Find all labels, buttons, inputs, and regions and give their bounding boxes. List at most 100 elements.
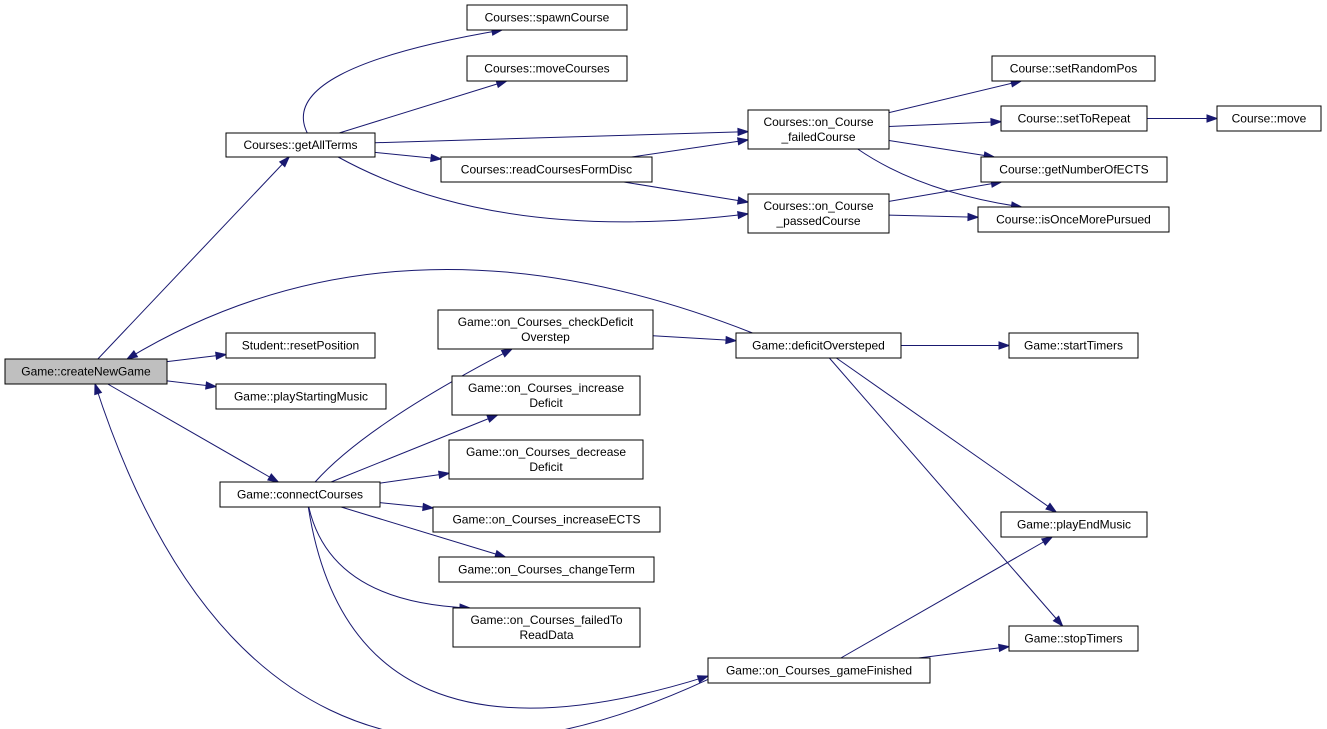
node-passedCourse[interactable]: Courses::on_Course_passedCourse [747, 193, 890, 234]
arrowhead-icon [736, 196, 750, 205]
node-label: _passedCourse [775, 214, 860, 228]
node-playEndMusic[interactable]: Game::playEndMusic [1000, 511, 1148, 538]
edge-gameFinished-to-playEndMusic [840, 536, 1054, 659]
node-box[interactable] [451, 375, 641, 416]
edge-line [97, 156, 290, 360]
node-createNewGame[interactable]: Game::createNewGame [4, 358, 168, 385]
edge-line [857, 148, 1022, 208]
node-label: Game::deficitOversteped [752, 339, 885, 353]
node-label: Game::playEndMusic [1017, 518, 1131, 532]
node-gameFinished[interactable]: Game::on_Courses_gameFinished [707, 657, 931, 684]
node-box[interactable] [225, 132, 376, 158]
edge-createNewGame-to-getAllTerms [97, 155, 291, 360]
edge-deficitOversteped-to-createNewGame [125, 268, 753, 360]
node-box[interactable] [4, 358, 168, 385]
node-label: Course::isOnceMorePursued [996, 213, 1151, 227]
edge-connectCourses-to-increaseECTS [379, 502, 435, 512]
arrowhead-icon [430, 153, 443, 163]
node-box[interactable] [438, 556, 655, 583]
node-box[interactable] [466, 4, 628, 31]
node-label: Courses::on_Course [763, 199, 873, 213]
node-label: Course::setRandomPos [1010, 62, 1137, 76]
edge-line [308, 506, 470, 609]
edge-getAllTerms-to-readCoursesFormDisc [374, 151, 443, 163]
node-label: Course::setToRepeat [1018, 112, 1131, 126]
node-box[interactable] [1008, 625, 1139, 652]
node-box[interactable] [735, 332, 902, 359]
arrowhead-icon [267, 473, 280, 483]
node-failedCourse[interactable]: Courses::on_Course_failedCourse [747, 109, 890, 150]
node-connectCourses[interactable]: Game::connectCourses [219, 481, 381, 508]
node-box[interactable] [448, 439, 644, 480]
arrowhead-icon [737, 210, 750, 220]
node-box[interactable] [1216, 105, 1322, 132]
edge-readCoursesFormDisc-to-passedCourse [623, 181, 750, 205]
node-box[interactable] [707, 657, 931, 684]
node-increaseECTS[interactable]: Game::on_Courses_increaseECTS [432, 506, 661, 533]
node-label: Game::on_Courses_decrease [466, 445, 626, 459]
node-box[interactable] [225, 332, 376, 359]
node-label: Courses::on_Course [763, 115, 873, 129]
node-box[interactable] [1000, 511, 1148, 538]
edge-createNewGame-to-resetPosition [166, 351, 228, 363]
arrowhead-icon [725, 335, 738, 345]
node-spawnCourse[interactable]: Courses::spawnCourse [466, 4, 628, 31]
node-box[interactable] [437, 309, 654, 350]
edge-line [652, 335, 737, 342]
edge-line [379, 472, 450, 484]
node-setToRepeat[interactable]: Course::setToRepeat [1000, 105, 1148, 132]
node-courseMove[interactable]: Course::move [1216, 105, 1322, 132]
arrowhead-icon [438, 470, 451, 479]
edge-line [374, 131, 749, 144]
node-box[interactable] [466, 55, 628, 82]
node-changeTerm[interactable]: Game::on_Courses_changeTerm [438, 556, 655, 583]
node-box[interactable] [747, 193, 890, 234]
edge-deficitOversteped-to-startTimers [901, 341, 1011, 350]
arrowhead-icon [998, 643, 1011, 653]
node-box[interactable] [215, 383, 387, 410]
edge-line [888, 121, 1002, 127]
edge-gameFinished-to-stopTimers [918, 643, 1011, 659]
edge-connectCourses-to-checkDeficit [314, 348, 514, 483]
edge-deficitOversteped-to-playEndMusic [836, 357, 1058, 513]
node-box[interactable] [980, 156, 1168, 183]
arrowhead-icon [737, 127, 750, 137]
node-getNumberOfECTS[interactable]: Course::getNumberOfECTS [980, 156, 1168, 183]
node-resetPosition[interactable]: Student::resetPosition [225, 332, 376, 359]
arrowhead-icon [1045, 502, 1058, 513]
edge-line [888, 181, 1002, 202]
arrowhead-icon [494, 549, 507, 558]
node-box[interactable] [1008, 332, 1139, 359]
arrowhead-icon [1052, 615, 1064, 628]
edge-getAllTerms-to-failedCourse [374, 127, 750, 144]
node-box[interactable] [977, 206, 1170, 233]
edge-line [829, 357, 1063, 627]
node-startTimers[interactable]: Game::startTimers [1008, 332, 1139, 359]
node-label: Deficit [529, 460, 563, 474]
arrowhead-icon [500, 348, 514, 358]
node-box[interactable] [991, 55, 1156, 82]
node-getAllTerms[interactable]: Courses::getAllTerms [225, 132, 376, 158]
arrowhead-icon [736, 137, 750, 146]
node-deficitOversteped[interactable]: Game::deficitOversteped [735, 332, 902, 359]
node-label: Game::stopTimers [1024, 632, 1122, 646]
node-box[interactable] [440, 156, 653, 183]
node-box[interactable] [1000, 105, 1148, 132]
edge-deficitOversteped-to-stopTimers [829, 357, 1064, 628]
node-box[interactable] [432, 506, 661, 533]
node-readCoursesFormDisc[interactable]: Courses::readCoursesFormDisc [440, 156, 653, 183]
node-moveCourses[interactable]: Courses::moveCourses [466, 55, 628, 82]
edge-line [337, 156, 749, 223]
node-box[interactable] [747, 109, 890, 150]
node-box[interactable] [452, 607, 641, 648]
node-isOnceMorePursued[interactable]: Course::isOnceMorePursued [977, 206, 1170, 233]
node-playStartingMusic[interactable]: Game::playStartingMusic [215, 383, 387, 410]
node-label: Course::move [1232, 112, 1307, 126]
node-setRandomPos[interactable]: Course::setRandomPos [991, 55, 1156, 82]
node-box[interactable] [219, 481, 381, 508]
node-stopTimers[interactable]: Game::stopTimers [1008, 625, 1139, 652]
